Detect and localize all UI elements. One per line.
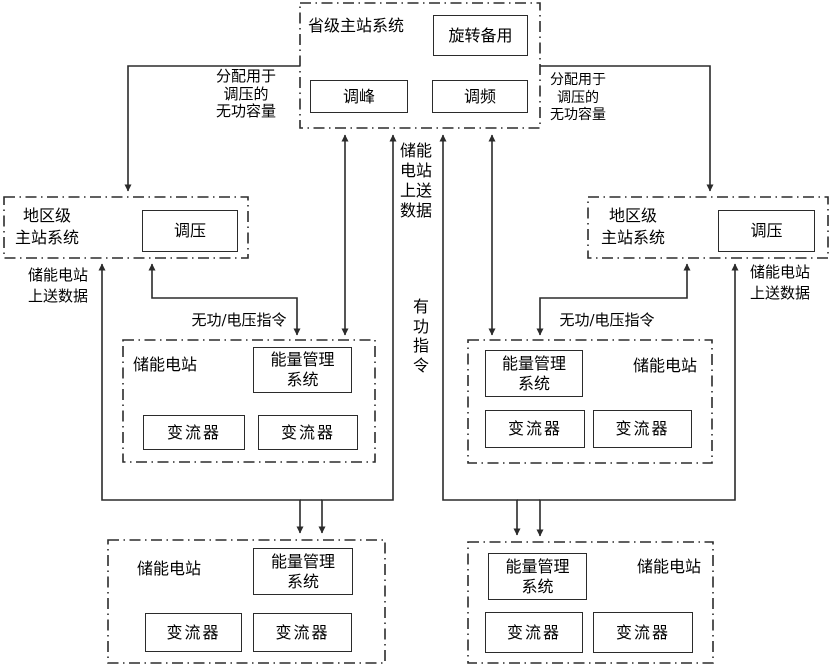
label-alloc-left: 分配用于 调压的 无功容量: [215, 67, 276, 120]
regional-left-frame: [3, 196, 249, 259]
connector-reactive-left: [148, 263, 301, 336]
connector-province-bottomright: [439, 134, 521, 536]
connector-alloc-right: [540, 65, 714, 192]
converter-box: 变流器: [593, 410, 692, 448]
regional-right-title: 地区级 主站系统: [600, 206, 665, 247]
ems-box-bottom-left: 能量管理 系统: [253, 548, 353, 595]
voltage-reg-left-box: 调压: [142, 210, 238, 252]
label-active-cmd: 有 功 指 令: [412, 297, 429, 375]
spinning-reserve-box: 旋转备用: [433, 15, 528, 56]
converter-box: 变流器: [145, 613, 242, 652]
label-upload-center: 储能 电站 上送 数据: [399, 141, 432, 220]
converter-box: 变流器: [485, 410, 585, 448]
label-alloc-right: 分配用于 调压的 无功容量: [550, 72, 606, 123]
freq-regulation-box: 调频: [432, 80, 528, 113]
ems-box-mid-left: 能量管理 系统: [253, 347, 352, 393]
converter-box: 变流器: [258, 415, 358, 450]
label-reactive-cmd-left: 无功/电压指令: [191, 311, 287, 329]
connector-upload-right: [536, 263, 739, 537]
label-upload-left: 储能电站 上送数据: [27, 266, 88, 305]
connector-province-bottomleft: [318, 134, 397, 534]
peak-shaving-box: 调峰: [310, 80, 408, 113]
ems-box-mid-right: 能量管理 系统: [485, 350, 583, 397]
connector-upload-left: [98, 263, 304, 534]
voltage-reg-right-box: 调压: [718, 210, 815, 252]
provincial-title: 省级主站系统: [308, 16, 405, 35]
station-bottom-left-frame: [107, 539, 386, 664]
converter-box: 变流器: [143, 415, 245, 450]
label-upload-right: 储能电站 上送数据: [749, 263, 810, 302]
station-mid-right-title: 储能电站: [633, 356, 698, 375]
connector-alloc-left: [124, 65, 300, 192]
ems-box-bottom-right: 能量管理 系统: [488, 553, 587, 600]
converter-box: 变流器: [253, 613, 352, 652]
converter-box: 变流器: [485, 612, 583, 653]
station-bottom-right-frame: [467, 541, 714, 664]
label-reactive-cmd-right: 无功/电压指令: [559, 311, 655, 329]
station-mid-left-title: 储能电站: [133, 355, 198, 374]
station-bottom-right-title: 储能电站: [637, 557, 702, 576]
regional-left-title: 地区级 主站系统: [14, 206, 79, 247]
converter-box: 变流器: [593, 612, 693, 653]
station-bottom-left-title: 储能电站: [137, 559, 202, 578]
